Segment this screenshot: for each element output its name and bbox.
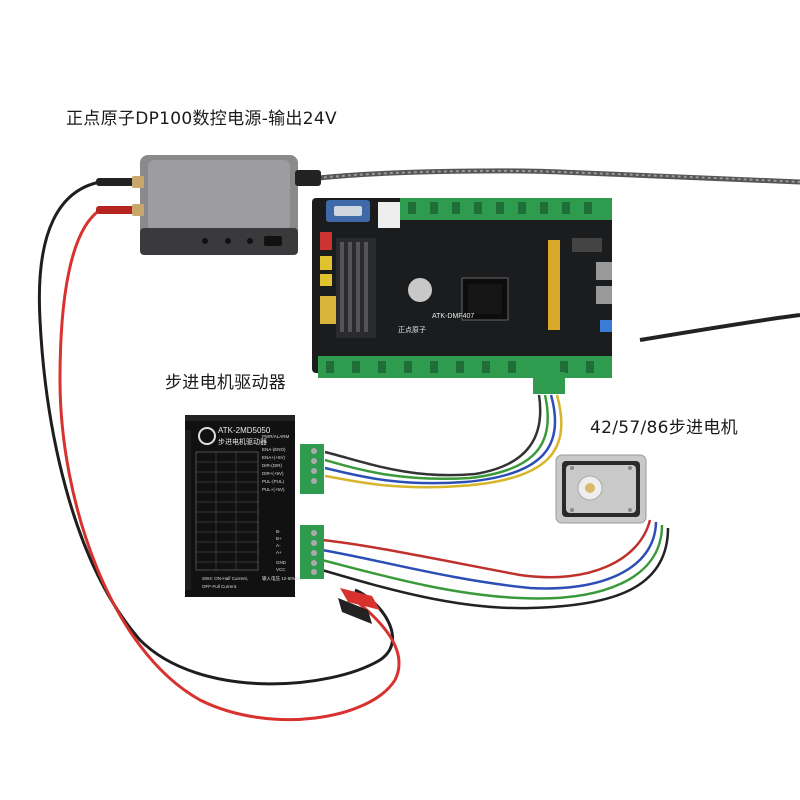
terminal-label-10: A+ [276,550,282,555]
controller-board: ATK-DMF407 正点原子 [312,198,612,394]
dp100-power-supply [96,155,321,255]
terminal-label-0: PWR/ALARM [262,434,290,439]
terminal-label-4: DIR+(+5V) [262,471,284,476]
driver-side-note: 输入电压 12-50VDC [262,575,303,582]
terminal-label-12: VCC [276,567,286,572]
signal-wire-blue [324,394,557,485]
board-brand-label: 正点原子 [398,326,426,334]
signal-wire-green [324,394,549,481]
signal-wire-yellow [324,394,563,489]
driver-footer-line-1: SW4: ON-Half Current, [202,576,248,581]
motor-wire-green [321,524,664,600]
terminal-label-2: ENA+(+5V) [262,455,286,460]
driver-footer-line-2: OFF-Full Current. [202,584,237,589]
driver-subtitle: 步进电机驱动器 [218,437,267,446]
motor-wire-black [321,527,670,610]
terminal-label-8: B+ [276,536,282,541]
terminal-label-1: ENA-(ENO) [262,447,286,452]
driver-model-label: ATK-2MD5050 [218,426,271,435]
red-power-wire [58,208,401,722]
alligator-clips [338,588,380,624]
stepper-motor [555,454,647,524]
board-model-label: ATK-DMF407 [432,313,474,320]
driver-caption: 步进电机驱动器 [165,373,287,393]
terminal-label-5: PUL-(PUL) [262,479,285,484]
motor-wire-red [321,519,652,579]
signal-wire-black [324,394,542,477]
motor-wire-blue [321,521,658,590]
stepper-driver: ATK-2MD5050 步进电机驱动器 PWR/ALARM ENA-(ENO) … [185,415,324,597]
terminal-label-11: GND [276,560,287,565]
terminal-label-3: DIR-(DIR) [262,463,282,468]
power-supply-caption: 正点原子DP100数控电源-输出24V [66,109,337,129]
board-usb-cable [639,313,800,342]
terminal-label-9: A- [276,543,281,548]
wires [37,168,800,722]
terminal-label-6: PUL+(+5V) [262,487,285,492]
terminal-label-7: B- [276,529,281,534]
motor-caption: 42/57/86步进电机 [590,418,738,438]
